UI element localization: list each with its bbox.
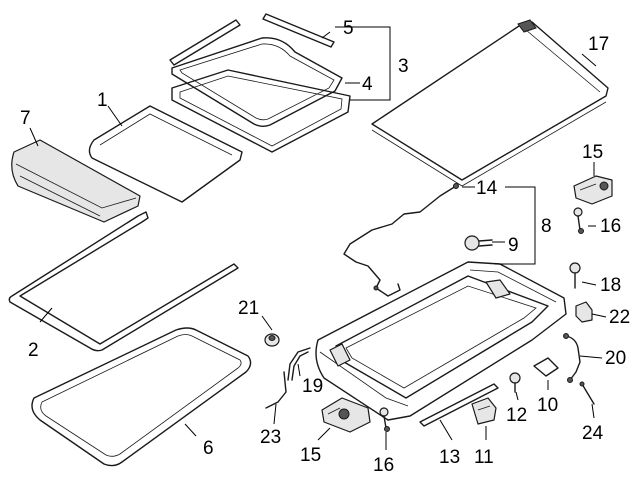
part-14-drain-hose (343, 183, 459, 297)
callout-19: 19 (302, 376, 323, 397)
part-2-frame-seal (8, 211, 239, 352)
part-12-bolt (509, 372, 521, 393)
part-5-seal-strips (169, 13, 335, 66)
part-22-clip (575, 301, 593, 323)
part-6-glass-gasket (31, 327, 252, 467)
callout-8: 8 (541, 216, 552, 237)
part-16-screw-lower (379, 407, 390, 432)
callout-18: 18 (600, 275, 621, 296)
part-19-hose (287, 347, 311, 381)
part-3-seal-frame (171, 69, 351, 153)
callout-12: 12 (506, 405, 527, 426)
callout-9: 9 (508, 235, 519, 256)
leader-lines (29, 26, 607, 450)
callout-6: 6 (203, 438, 214, 459)
callout-3: 3 (398, 56, 409, 77)
part-23-hose (265, 371, 287, 409)
part-9-bolt (464, 235, 493, 251)
part-15-motor-upper (573, 175, 613, 205)
part-1-glass-panel (88, 105, 243, 203)
callout-11: 11 (474, 447, 494, 468)
part-8-sunroof-frame (315, 261, 567, 421)
callout-10: 10 (537, 395, 558, 416)
callout-7: 7 (20, 108, 31, 129)
part-18-screw (569, 262, 581, 289)
part-13-strip (419, 383, 499, 427)
callout-22: 22 (609, 307, 630, 328)
part-17-sunshade (371, 19, 609, 187)
callout-15-upper: 15 (582, 142, 603, 163)
part-7-wind-deflector (11, 139, 141, 223)
callout-2: 2 (28, 340, 39, 361)
callout-1: 1 (97, 90, 108, 111)
part-21-grommet (264, 333, 280, 347)
part-11-clip (471, 397, 497, 425)
callout-24: 24 (582, 423, 604, 444)
callout-23: 23 (260, 427, 281, 448)
callout-14: 14 (476, 178, 498, 199)
part-15-motor-lower (321, 397, 371, 433)
callout-13: 13 (439, 447, 460, 468)
callout-20: 20 (605, 348, 626, 369)
callout-5: 5 (343, 18, 354, 39)
callout-21: 21 (238, 298, 259, 319)
callout-labels: 1 2 3 4 5 6 7 8 9 10 11 12 13 14 15 15 1… (20, 18, 630, 476)
callout-16-upper: 16 (600, 216, 621, 237)
callout-15-lower: 15 (300, 445, 321, 466)
callout-4: 4 (362, 74, 373, 95)
callout-17: 17 (588, 34, 609, 55)
part-16-screw-upper (573, 207, 584, 234)
part-20-hose (563, 333, 581, 383)
callout-16-lower: 16 (373, 455, 394, 476)
part-10-cover (533, 357, 559, 377)
part-24-pin (579, 381, 595, 405)
part-4-weatherstrip (171, 37, 343, 127)
